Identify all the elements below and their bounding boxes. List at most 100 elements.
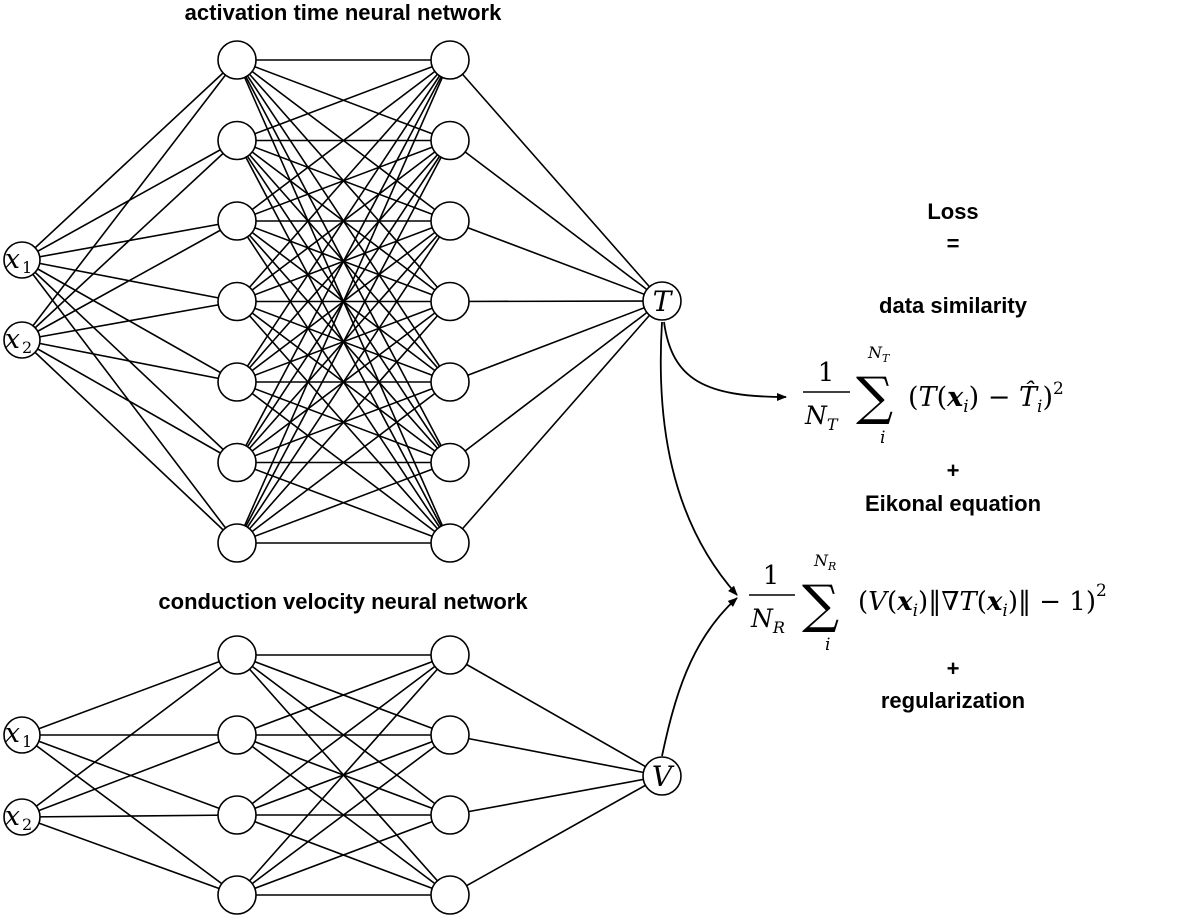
activation-hidden-neuron (430, 362, 470, 402)
svg-text:1: 1 (22, 258, 32, 277)
activation-network-edges (21, 59, 663, 544)
velocity-edge (236, 654, 451, 736)
arrow-T-to-data-similarity (663, 321, 787, 401)
data-similarity-formula: 1 NT NT ∑ i (T(xi) − T̂i)2 (803, 343, 1064, 448)
activation-hidden-neuron (430, 40, 470, 80)
activation-edge (236, 59, 451, 303)
velocity-input-neuron (3, 798, 41, 836)
velocity-edge (21, 814, 238, 818)
data-similarity-label: data similarity (879, 293, 1028, 318)
velocity-edge (236, 654, 451, 896)
velocity-edge (21, 816, 238, 896)
activation-edge (236, 59, 451, 544)
svg-text:x: x (5, 244, 20, 275)
activation-edge (21, 339, 238, 544)
activation-hidden-neuron (430, 120, 470, 161)
eikonal-label: Eikonal equation (865, 491, 1041, 516)
arrow-T-to-eikonal (659, 321, 738, 596)
activation-edge (21, 339, 238, 464)
eikonal-formula: 1 NR NR ∑ i (V(xi)‖∇T(xi)‖ − 1)2 (749, 551, 1107, 655)
fraction-denominator: NR (750, 604, 785, 637)
velocity-edge (21, 654, 238, 818)
velocity-hidden-neuron (430, 795, 470, 835)
loss-equals: = (947, 231, 960, 256)
activation-edge (21, 59, 238, 261)
fraction-denominator: NT (804, 401, 839, 434)
activation-edge (21, 220, 238, 341)
activation-hidden-neuron (430, 523, 470, 563)
sum-upper: NT (867, 343, 891, 365)
velocity-edge (236, 734, 451, 896)
svg-text:x: x (5, 718, 20, 749)
velocity-edge (449, 654, 663, 777)
activation-hidden-neuron (430, 442, 470, 483)
input-node-label-x1-bottom: x 1 (5, 718, 32, 751)
activation-hidden-neuron (430, 201, 470, 241)
velocity-input-neuron (3, 716, 41, 754)
input-node-label-x2-top: x 2 (5, 324, 32, 357)
plus-sign-1: + (947, 458, 960, 483)
input-node-label-x2-bottom: x 2 (5, 801, 32, 834)
velocity-edge (449, 775, 663, 816)
activation-edge (236, 59, 451, 383)
activation-edge (21, 300, 238, 341)
activation-hidden-neuron (217, 281, 257, 322)
activation-network-nodes (3, 40, 682, 563)
velocity-hidden-neuron (430, 715, 470, 755)
activation-edge (236, 381, 451, 544)
fraction-numerator: 1 (818, 358, 835, 388)
velocity-hidden-neuron (430, 635, 470, 675)
velocity-hidden-neuron (217, 715, 257, 755)
activation-edge (21, 339, 238, 383)
svg-text:x: x (5, 801, 20, 832)
activation-edge (236, 59, 451, 142)
activation-hidden-neuron (430, 281, 470, 322)
activation-edge (236, 59, 451, 222)
svg-text:x: x (5, 324, 20, 355)
activation-edge (236, 461, 451, 544)
velocity-hidden-neuron (430, 875, 470, 915)
sum-upper: NR (813, 551, 836, 573)
activation-edge (449, 59, 663, 302)
arrow-V-to-eikonal (661, 597, 738, 757)
activation-edge (21, 59, 238, 341)
velocity-edge (449, 775, 663, 896)
velocity-edge (21, 734, 238, 816)
activation-edge (236, 220, 451, 544)
activation-input-neuron (3, 241, 41, 279)
svg-text:1: 1 (22, 732, 32, 751)
velocity-network-title: conduction velocity neural network (158, 589, 528, 614)
activation-hidden-neuron (217, 40, 257, 80)
activation-edge (449, 300, 663, 544)
activation-edge (236, 300, 451, 544)
velocity-edge (21, 734, 238, 818)
data-similarity-body: (T(xi) − T̂i)2 (908, 379, 1064, 417)
velocity-edge (449, 734, 663, 777)
eikonal-body: (V(xi)‖∇T(xi)‖ − 1)2 (858, 581, 1107, 621)
velocity-edge (236, 654, 451, 816)
activation-edge (449, 300, 663, 303)
velocity-hidden-neuron (217, 875, 257, 915)
sum-lower: i (825, 635, 830, 655)
velocity-edge (21, 734, 238, 896)
activation-edge (449, 139, 663, 302)
activation-hidden-neuron (217, 523, 257, 563)
svg-text:2: 2 (22, 338, 32, 357)
output-node-label-V: V (652, 760, 675, 793)
activation-edge (449, 220, 663, 302)
activation-edge (236, 140, 451, 544)
activation-edge (449, 300, 663, 383)
activation-hidden-neuron (217, 201, 257, 241)
velocity-edge (21, 654, 238, 736)
sum-lower: i (880, 428, 885, 448)
activation-output-neuron (642, 281, 682, 321)
activation-edge (21, 139, 238, 341)
fraction-numerator: 1 (763, 561, 780, 591)
svg-text:2: 2 (22, 815, 32, 834)
sum-symbol: ∑ (856, 367, 893, 427)
activation-edge (449, 300, 663, 464)
activation-input-neuron (3, 321, 41, 359)
velocity-network-edges (21, 654, 663, 896)
output-node-label-T: T (653, 285, 674, 318)
